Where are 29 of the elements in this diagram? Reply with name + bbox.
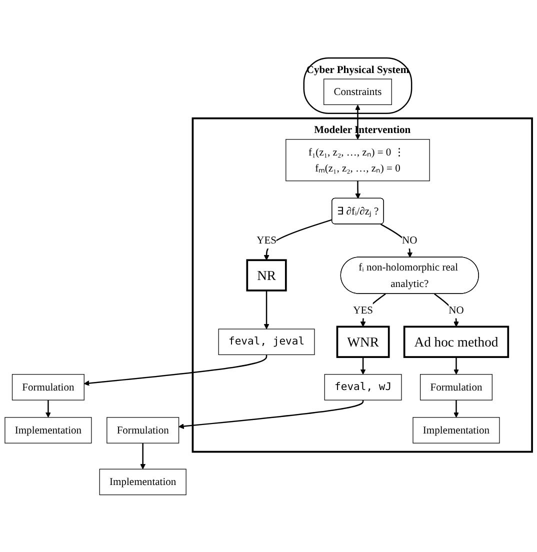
node-box: Constraints [324, 78, 392, 105]
node-box: WNR [336, 325, 390, 358]
arrow [264, 218, 332, 260]
node-box: Implementation [99, 468, 186, 495]
arrow [264, 290, 270, 329]
edge-label: NO [402, 234, 418, 246]
node-box: f₁(z₁, z₂, …, zₙ) = 0 ⋮ fₘ(z₁, z₂, …, zₙ) = 0 [286, 138, 430, 181]
edge-label: NO [448, 304, 464, 316]
node-box: Formulation [106, 416, 180, 444]
arrow [360, 356, 366, 374]
edge-label: YES [353, 304, 373, 316]
arrow [140, 442, 146, 469]
node-box: feval, wJ [324, 374, 402, 400]
arrow [360, 293, 386, 327]
arrow [454, 356, 459, 374]
arrow [178, 400, 364, 429]
arrow [454, 400, 459, 418]
node-box: Formulation [12, 374, 84, 400]
node-box: Implementation [412, 416, 500, 444]
arrow [45, 400, 51, 418]
node-box: Formulation [420, 374, 492, 400]
node-box: Ad hoc method [403, 325, 510, 358]
arrow [380, 223, 413, 258]
arrow [84, 354, 268, 386]
arrow [355, 180, 361, 198]
node-box: NR [246, 258, 287, 292]
node-box: feval, jeval [218, 328, 315, 355]
edge-label: YES [256, 234, 276, 246]
node-box: Implementation [4, 416, 92, 444]
